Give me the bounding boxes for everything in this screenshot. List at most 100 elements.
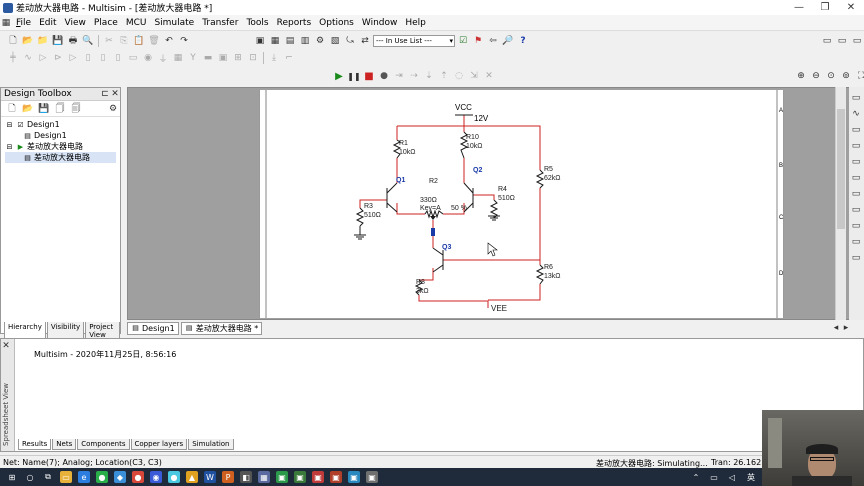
collapse-icon[interactable]: ⊟ bbox=[6, 142, 13, 151]
app-icon[interactable]: ◧ bbox=[240, 471, 252, 483]
new-design-icon[interactable]: 🗋 bbox=[8, 103, 16, 114]
database-icon[interactable]: ▥ bbox=[300, 36, 310, 46]
rf-icon[interactable]: Y bbox=[190, 53, 196, 63]
bode-plotter-icon[interactable]: ▭ bbox=[851, 173, 861, 183]
step-out-icon[interactable]: ⇡ bbox=[440, 71, 448, 81]
magnifier-icon[interactable]: 🔎 bbox=[502, 36, 514, 46]
task-view-icon[interactable]: ⧉ bbox=[45, 472, 51, 481]
component-wizard-icon[interactable]: ⚙ bbox=[315, 36, 325, 46]
oscilloscope-icon[interactable]: ▭ bbox=[851, 141, 861, 151]
step-icon[interactable]: ⇥ bbox=[395, 71, 403, 81]
scroll-thumb[interactable] bbox=[837, 109, 845, 229]
help-icon[interactable]: ? bbox=[520, 36, 526, 46]
undo-icon[interactable]: ↶ bbox=[165, 36, 173, 46]
logic-converter-icon[interactable]: ▭ bbox=[851, 237, 861, 247]
probe-icon[interactable]: ⤓ bbox=[272, 53, 276, 63]
open-design-icon[interactable]: 📂 bbox=[22, 103, 34, 114]
run-to-cursor-icon[interactable]: ⇲ bbox=[470, 71, 478, 81]
tab-simulation[interactable]: Simulation bbox=[188, 439, 234, 450]
hierarchical-icon[interactable]: ⊞ bbox=[234, 53, 242, 63]
collapse-icon[interactable]: ⊟ bbox=[6, 120, 13, 129]
stop-icon[interactable]: ■ bbox=[364, 70, 374, 82]
pause-icon[interactable]: ❚❚ bbox=[347, 71, 361, 81]
app-icon[interactable]: ▣ bbox=[312, 471, 324, 483]
logic-analyzer-icon[interactable]: ▭ bbox=[851, 221, 861, 231]
search-icon[interactable]: ○ bbox=[26, 472, 34, 482]
menu-tools[interactable]: Tools bbox=[246, 17, 269, 28]
tree-item-design1[interactable]: ⊟ ☑ Design1 bbox=[6, 120, 60, 129]
windows-start-icon[interactable]: ⊞ bbox=[8, 472, 16, 482]
menu-file[interactable]: File bbox=[16, 17, 32, 28]
menu-view[interactable]: View bbox=[64, 17, 86, 28]
tree-item-design1-sheet[interactable]: ▤ Design1 bbox=[24, 131, 67, 140]
app-icon[interactable]: ▲ bbox=[186, 471, 198, 483]
pin-icon[interactable]: ⊏ bbox=[101, 89, 109, 99]
electromech-icon[interactable]: ▬ bbox=[203, 53, 213, 63]
in-use-list-dropdown[interactable]: --- In Use List ---▾ bbox=[373, 35, 455, 47]
new-sheet-icon[interactable]: 🗍 bbox=[55, 103, 65, 114]
source-icon[interactable]: ╪ bbox=[10, 53, 16, 63]
pause-next-icon[interactable]: ● bbox=[380, 71, 388, 81]
menu-edit[interactable]: Edit bbox=[39, 17, 57, 28]
app-menu-icon[interactable]: ▦ bbox=[1, 17, 11, 28]
close-icon[interactable]: ✕ bbox=[2, 341, 10, 351]
breakpoint-icon[interactable]: ◌ bbox=[455, 71, 463, 81]
frequency-counter-icon[interactable]: ▭ bbox=[851, 189, 861, 199]
tab-active-schematic[interactable]: ▤差动放大器电路 * bbox=[180, 321, 263, 335]
menu-place[interactable]: Place bbox=[93, 17, 118, 28]
print-preview-icon[interactable]: 🔍 bbox=[82, 36, 94, 46]
wechat-icon[interactable]: ● bbox=[96, 471, 108, 483]
tab-components[interactable]: Components bbox=[77, 439, 130, 450]
schematic-sheet[interactable]: A B C D A B C D VCC 12V bbox=[259, 90, 784, 318]
delete-sheet-icon[interactable]: 🗐 bbox=[71, 103, 81, 114]
app-icon[interactable]: ● bbox=[132, 471, 144, 483]
zoom-out-icon[interactable]: ⊖ bbox=[812, 71, 820, 81]
misc-icon[interactable]: ▦ bbox=[173, 53, 183, 63]
app-icon[interactable]: ▣ bbox=[294, 471, 306, 483]
settings-icon[interactable]: ⚙ bbox=[108, 103, 118, 114]
multisim-taskbar-icon[interactable]: ▦ bbox=[258, 471, 270, 483]
step-into-icon[interactable]: ⇣ bbox=[425, 71, 433, 81]
grid-icon[interactable]: ▦ bbox=[270, 36, 280, 46]
fullscreen-icon[interactable]: ▣ bbox=[255, 36, 265, 46]
misc-digital-icon[interactable]: ▯ bbox=[115, 53, 121, 63]
fullscreen-icon[interactable]: ⛶ bbox=[857, 71, 864, 81]
network-icon[interactable]: ▭ bbox=[710, 472, 718, 482]
print-icon[interactable]: 🖶 bbox=[68, 36, 78, 46]
app-icon[interactable]: ● bbox=[168, 471, 180, 483]
volume-icon[interactable]: ◁ bbox=[728, 472, 736, 482]
power-icon[interactable]: ⏚ bbox=[158, 54, 168, 65]
save-design-icon[interactable]: 💾 bbox=[38, 103, 50, 114]
tray-chevron-icon[interactable]: ⌃ bbox=[692, 472, 700, 482]
iv-analyzer-icon[interactable]: ▭ bbox=[851, 253, 861, 263]
tree-item-project-sheet[interactable]: ▤ 差动放大器电路 bbox=[5, 152, 116, 163]
app-icon[interactable]: ▣ bbox=[366, 471, 378, 483]
back-icon[interactable]: ⇦ bbox=[489, 36, 497, 46]
paste-icon[interactable]: 📋 bbox=[133, 36, 145, 46]
instrument-icon[interactable]: ▭ bbox=[852, 36, 862, 46]
step-over-icon[interactable]: ⇢ bbox=[410, 71, 418, 81]
wattmeter-icon[interactable]: ▭ bbox=[851, 125, 861, 135]
run-icon[interactable]: ▶ bbox=[335, 70, 343, 82]
app-icon[interactable]: ◆ bbox=[114, 471, 126, 483]
mcu-icon[interactable]: ▣ bbox=[218, 53, 228, 63]
tab-results[interactable]: Results bbox=[18, 439, 52, 450]
ttl-icon[interactable]: ▯ bbox=[85, 53, 91, 63]
app-icon[interactable]: ▣ bbox=[330, 471, 342, 483]
cmos-icon[interactable]: ▯ bbox=[100, 53, 106, 63]
menu-transfer[interactable]: Transfer bbox=[202, 17, 239, 28]
app-icon[interactable]: ▣ bbox=[348, 471, 360, 483]
menu-simulate[interactable]: Simulate bbox=[154, 17, 195, 28]
close-icon[interactable]: ✕ bbox=[111, 89, 119, 99]
file-explorer-icon[interactable]: ▭ bbox=[60, 471, 72, 483]
indicator-icon[interactable]: ◉ bbox=[144, 53, 152, 63]
tab-copper-layers[interactable]: Copper layers bbox=[130, 439, 188, 450]
app-icon[interactable]: W bbox=[204, 471, 216, 483]
instrument-icon[interactable]: ▭ bbox=[822, 36, 832, 46]
copy-icon[interactable]: ⎘ bbox=[120, 36, 128, 46]
menu-help[interactable]: Help bbox=[405, 17, 426, 28]
remove-breakpoints-icon[interactable]: ✕ bbox=[485, 71, 493, 81]
zoom-area-icon[interactable]: ⊙ bbox=[827, 71, 835, 81]
restore-button[interactable]: ❐ bbox=[820, 2, 830, 13]
vertical-scrollbar[interactable] bbox=[835, 87, 846, 320]
